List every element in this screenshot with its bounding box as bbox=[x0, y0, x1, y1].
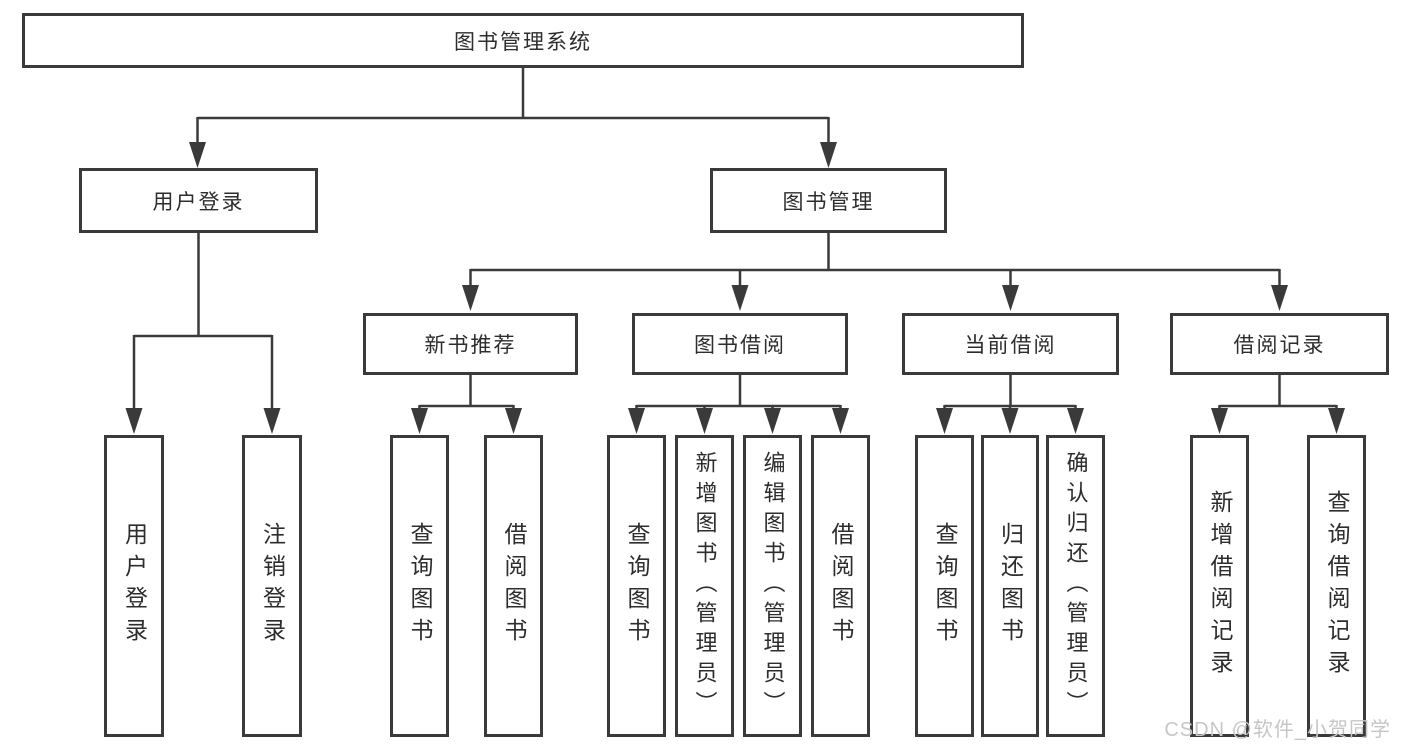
node-user-login: 用户登录 bbox=[79, 168, 318, 233]
node-book-borrowing-label: 图书借阅 bbox=[694, 334, 786, 357]
leaf-user-login: 用户登录 bbox=[104, 435, 164, 737]
leaf-query-borrow-record: 查询借阅记录 bbox=[1307, 435, 1366, 737]
node-borrowing-records-label: 借阅记录 bbox=[1233, 334, 1326, 357]
leaf-current-query-books-label: 查询图书 bbox=[932, 522, 958, 650]
leaf-query-borrow-record-label: 查询借阅记录 bbox=[1324, 490, 1350, 682]
leaf-newbook-query-books: 查询图书 bbox=[390, 435, 449, 737]
leaf-edit-books-admin: 编辑图书（管理员） bbox=[743, 435, 802, 737]
leaf-newbook-borrow-books: 借阅图书 bbox=[484, 435, 543, 737]
leaf-add-books-admin-label: 新增图书（管理员） bbox=[692, 451, 718, 721]
node-root-label: 图书管理系统 bbox=[454, 30, 592, 54]
leaf-user-login-label: 用户登录 bbox=[121, 522, 148, 650]
node-user-login-label: 用户登录 bbox=[152, 190, 245, 214]
leaf-confirm-return-admin: 确认归还（管理员） bbox=[1046, 435, 1105, 737]
node-book-borrowing: 图书借阅 bbox=[632, 313, 848, 375]
leaf-newbook-borrow-books-label: 借阅图书 bbox=[501, 522, 527, 650]
leaf-return-books-label: 归还图书 bbox=[997, 522, 1024, 650]
leaf-add-borrow-record-label: 新增借阅记录 bbox=[1207, 490, 1233, 682]
leaf-logout-label: 注销登录 bbox=[259, 522, 286, 650]
csdn-watermark: CSDN @软件_小贺同学 bbox=[1164, 719, 1391, 741]
node-current-borrowing: 当前借阅 bbox=[902, 313, 1119, 375]
leaf-add-borrow-record: 新增借阅记录 bbox=[1190, 435, 1249, 737]
leaf-add-books-admin: 新增图书（管理员） bbox=[675, 435, 734, 737]
leaf-confirm-return-admin-label: 确认归还（管理员） bbox=[1063, 451, 1089, 721]
arrowheads bbox=[125, 142, 1345, 434]
node-new-book-recommend-label: 新书推荐 bbox=[424, 334, 517, 357]
leaf-borrow-query-books-label: 查询图书 bbox=[624, 522, 650, 650]
node-current-borrowing-label: 当前借阅 bbox=[964, 334, 1057, 357]
node-borrowing-records: 借阅记录 bbox=[1170, 313, 1389, 375]
node-root: 图书管理系统 bbox=[22, 13, 1024, 68]
leaf-borrow-books: 借阅图书 bbox=[811, 435, 870, 737]
node-new-book-recommend: 新书推荐 bbox=[363, 313, 578, 375]
leaf-logout: 注销登录 bbox=[242, 435, 302, 737]
leaf-borrow-query-books: 查询图书 bbox=[607, 435, 666, 737]
leaf-return-books: 归还图书 bbox=[981, 435, 1039, 737]
leaf-current-query-books: 查询图书 bbox=[915, 435, 974, 737]
leaf-newbook-query-books-label: 查询图书 bbox=[407, 522, 433, 650]
leaf-edit-books-admin-label: 编辑图书（管理员） bbox=[760, 451, 786, 721]
node-book-management: 图书管理 bbox=[710, 168, 947, 233]
leaf-borrow-books-label: 借阅图书 bbox=[828, 522, 854, 650]
node-book-management-label: 图书管理 bbox=[782, 190, 875, 214]
